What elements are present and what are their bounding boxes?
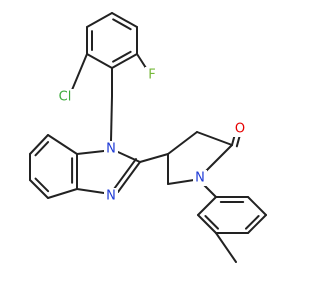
atom-cl: Cl	[55, 89, 75, 105]
atom-label-layer: F Cl N N O N	[55, 67, 247, 204]
bond-c4-c3	[167, 131, 198, 155]
bond-benzo-ring	[29, 179, 49, 199]
molecule-canvas: F Cl N N O N	[29, 12, 267, 263]
atom-label-o: O	[235, 122, 245, 137]
bond-benzo-ring	[47, 188, 78, 199]
bond-benzo-inner	[34, 141, 50, 157]
atom-label-cl: Cl	[59, 90, 72, 105]
bond-halobenzyl-inner	[112, 50, 132, 63]
molecule-structure: F Cl N N O N	[29, 12, 267, 263]
bond-halobenzyl-ring	[86, 53, 113, 69]
bond-tolyl-ring	[247, 196, 267, 216]
bond-c2-c4	[139, 153, 169, 163]
bond-tolyl-ring	[247, 214, 267, 234]
bond-n-tolyl	[202, 183, 217, 198]
bond-halobenzyl-ring	[111, 53, 138, 69]
bond-tolyl-inner	[204, 215, 220, 230]
bond-halobenzyl-ring	[86, 12, 113, 28]
atom-label-f: F	[148, 68, 155, 83]
bond-methyl	[215, 232, 237, 263]
bond-benzo-ring	[47, 134, 78, 155]
bond-c3-c2p	[196, 131, 233, 146]
bond-n-c5	[167, 179, 195, 185]
bond-to-f	[136, 53, 147, 69]
bond-halobenzyl-ring	[111, 12, 138, 28]
bond-n3-c3a	[76, 188, 105, 194]
bond-benzo-ring	[29, 134, 49, 155]
bond-tolyl-inner	[244, 215, 260, 230]
atom-f: F	[145, 67, 159, 83]
atom-o: O	[233, 121, 247, 137]
bond-to-cl	[71, 53, 88, 91]
bond-c2-n3-double	[112, 158, 137, 191]
bond-n1-c2	[117, 151, 141, 163]
atom-n3: N	[104, 188, 118, 204]
bond-tolyl-ring	[197, 196, 217, 216]
bond-ch2-n1	[110, 95, 113, 142]
bond-c2p-n	[204, 144, 233, 173]
bond-carbonyl-double	[235, 134, 241, 148]
bond-layer	[29, 12, 267, 263]
atom-n1: N	[104, 141, 118, 157]
bond-c7a-n1	[76, 150, 105, 155]
bond-c2-n3	[117, 161, 141, 193]
atom-n-pyrrolidinone: N	[193, 170, 207, 186]
atom-label-n-pyrrolidinone: N	[195, 171, 205, 186]
atom-label-n1: N	[106, 142, 116, 157]
atom-label-n3: N	[106, 189, 116, 204]
bond-halobenzyl-inner	[112, 18, 132, 31]
bond-tolyl-ring	[197, 214, 217, 234]
bond-benzo-inner	[34, 177, 50, 193]
